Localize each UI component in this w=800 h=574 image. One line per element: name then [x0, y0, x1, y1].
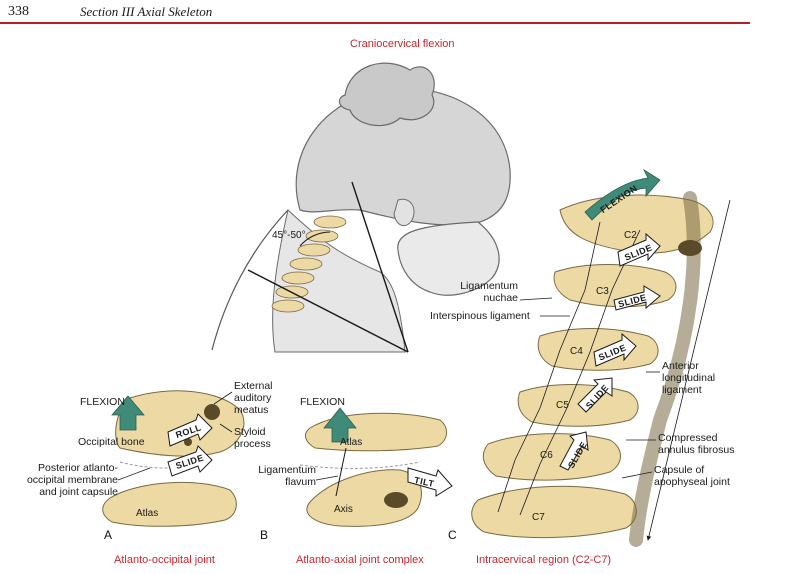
- compressed-annulus-label: Compressed annulus fibrosus: [658, 432, 734, 456]
- axis-label: Axis: [334, 504, 353, 515]
- capsule-apophyseal-label: Capsule of apophyseal joint: [654, 464, 730, 488]
- vertebra-label: C3: [596, 286, 609, 297]
- posterior-membrane-label: Posterior atlanto- occipital membrane an…: [18, 462, 118, 498]
- vertebra-label: C4: [570, 346, 583, 357]
- flexion-label-b: FLEXION: [300, 396, 345, 408]
- ligamentum-flavum-label: Ligamentum flavum: [240, 464, 316, 488]
- flexion-label-a: FLEXION: [80, 396, 125, 408]
- vertebra-label: C5: [556, 400, 569, 411]
- panel-b-art: TILT: [300, 408, 452, 526]
- atlas-label-a: Atlas: [136, 508, 158, 519]
- angle-label: 45°-50°: [272, 230, 306, 242]
- styloid-process-label: Styloid process: [234, 426, 271, 450]
- head-figure: [212, 63, 510, 352]
- vertebra-label: C7: [532, 512, 545, 523]
- occipital-bone-label: Occipital bone: [78, 436, 145, 448]
- panel-letter-c: C: [448, 528, 457, 542]
- vertebra-label: C2: [624, 230, 637, 241]
- atlas-label-b: Atlas: [340, 437, 362, 448]
- interspinous-ligament-label: Interspinous ligament: [430, 310, 530, 322]
- panel-letter-b: B: [260, 528, 268, 542]
- panel-a-art: ROLL SLIDE: [103, 391, 244, 526]
- caption-a: Atlanto-occipital joint: [114, 554, 215, 566]
- caption-b: Atlanto-axial joint complex: [296, 554, 424, 566]
- external-auditory-meatus-label: External auditory meatus: [234, 380, 273, 416]
- ligamentum-nuchae-label: Ligamentum nuchae: [430, 280, 518, 304]
- vertebra-label: C6: [540, 450, 553, 461]
- anterior-longitudinal-ligament-label: Anterior longitudinal ligament: [662, 360, 715, 396]
- caption-top: Craniocervical flexion: [350, 38, 455, 50]
- panel-letter-a: A: [104, 528, 112, 542]
- caption-c: Intracervical region (C2-C7): [476, 554, 611, 566]
